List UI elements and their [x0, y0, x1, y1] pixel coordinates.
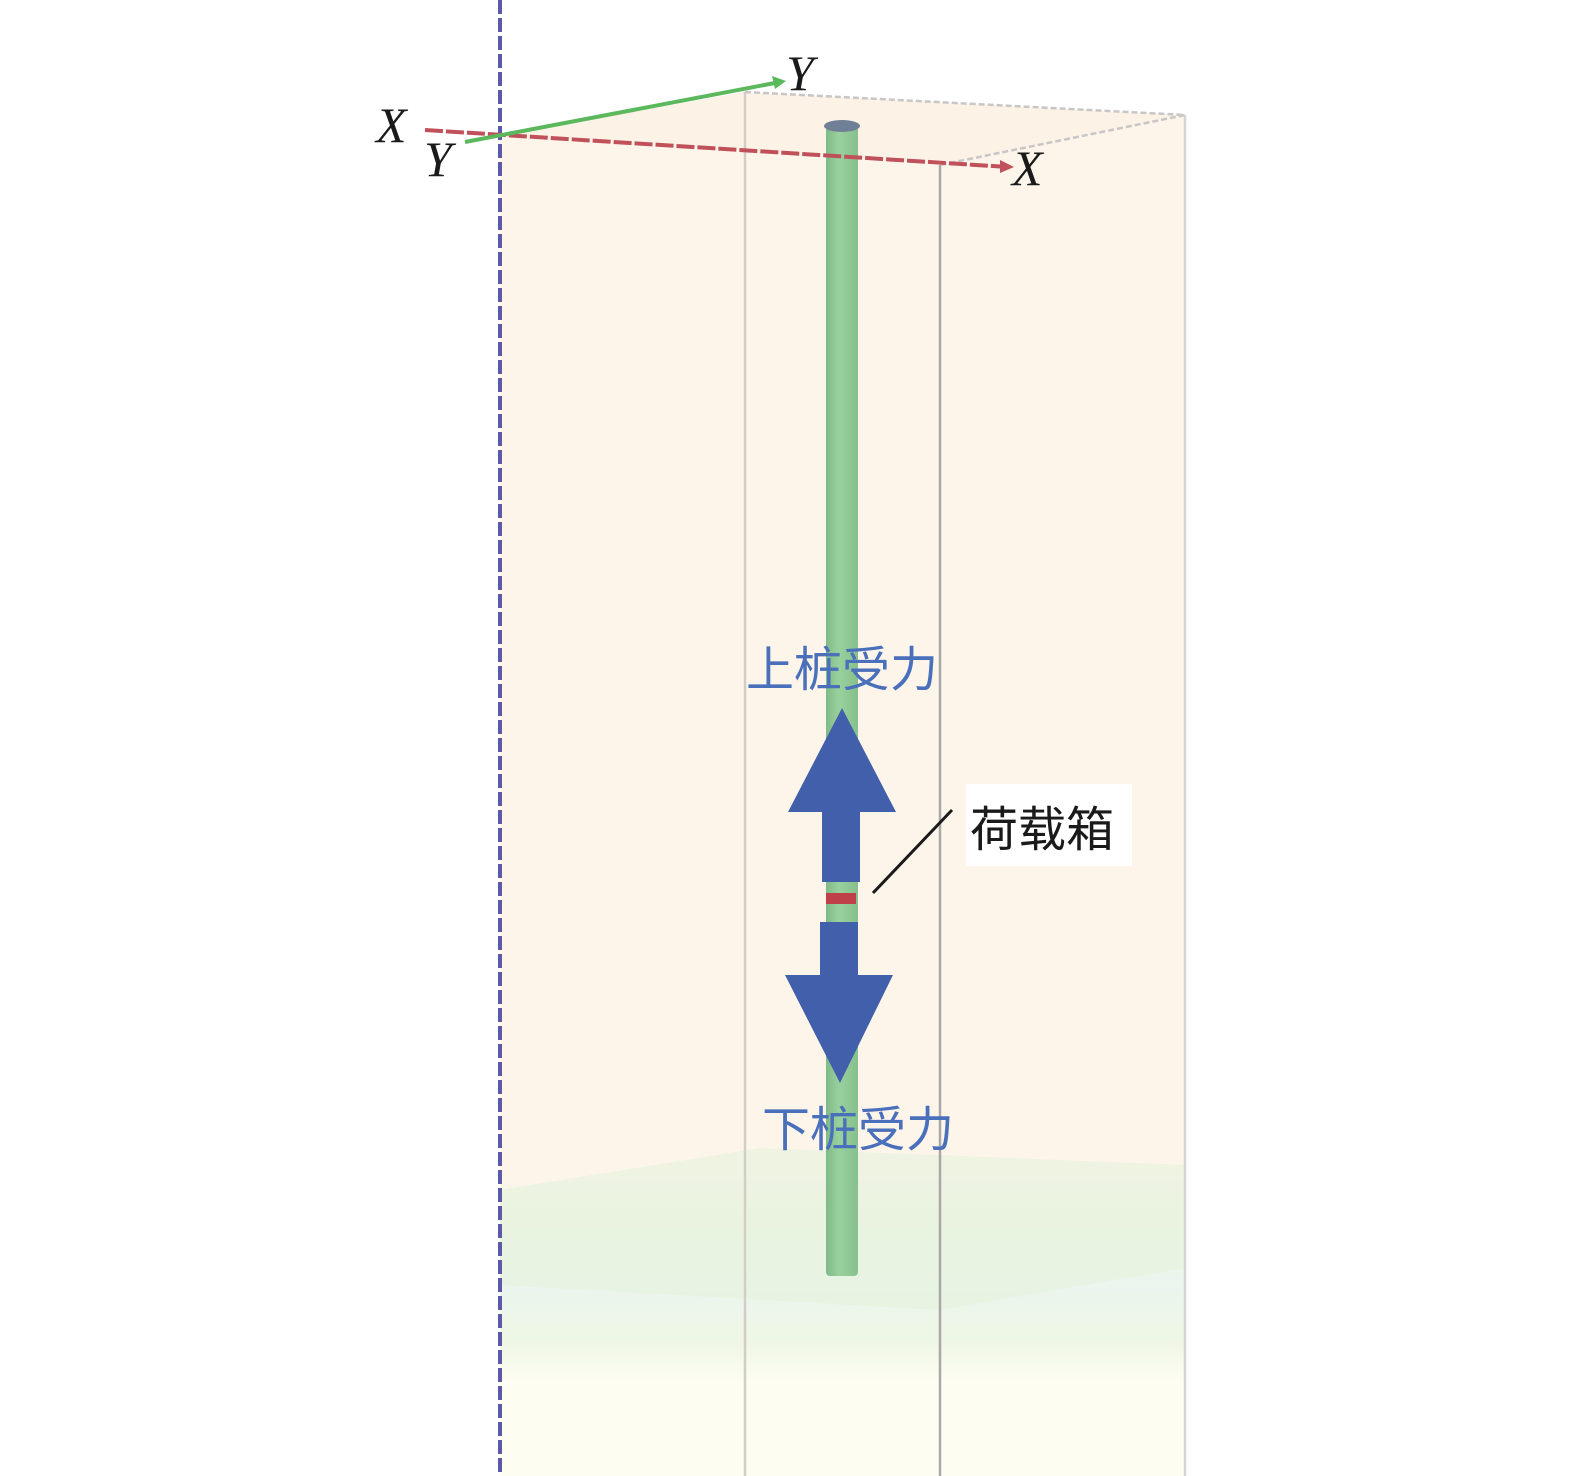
load-box-label: 荷载箱 — [970, 802, 1114, 858]
lower-pile-force-label: 下桩受力 — [762, 1102, 954, 1158]
load-box-leader-line — [871, 808, 954, 895]
y-axis-label-left: Y — [424, 131, 457, 187]
upper-pile-force-label: 上桩受力 — [746, 642, 938, 698]
x-axis-line — [424, 128, 1009, 169]
pile-cap — [824, 120, 860, 132]
downward-force-arrow — [785, 922, 893, 1083]
x-axis-label-left: X — [374, 97, 409, 153]
load-box-label-bg — [966, 784, 1132, 866]
load-box — [826, 893, 856, 904]
upward-force-arrow — [788, 708, 896, 882]
x-axis-arrowhead — [1000, 160, 1014, 173]
y-axis-line — [464, 80, 781, 144]
y-axis-arrowhead — [772, 76, 786, 89]
y-axis-label-top: Y — [786, 45, 819, 101]
x-axis-label-right: X — [1010, 140, 1045, 196]
